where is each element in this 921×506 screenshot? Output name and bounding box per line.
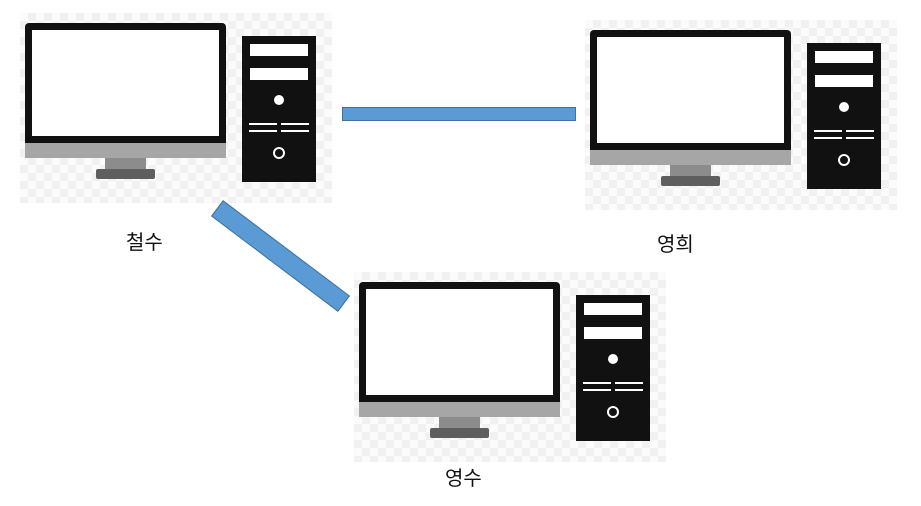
monitor-frame <box>590 30 791 150</box>
vent-line <box>846 137 874 139</box>
vent-line <box>249 123 277 125</box>
monitor-screen <box>366 289 553 395</box>
drive-bay <box>815 51 873 63</box>
connection-chulsu-younghee <box>342 107 576 121</box>
vent-line <box>846 130 874 132</box>
power-button-icon <box>273 147 285 159</box>
monitor-neck <box>105 158 146 170</box>
monitor-frame <box>25 23 226 143</box>
computer-youngsu <box>354 272 666 462</box>
vent-line <box>281 130 309 132</box>
computer-tower-icon <box>576 295 650 441</box>
monitor-screen <box>597 37 784 143</box>
drive-bay <box>250 44 308 56</box>
monitor-stand <box>430 428 489 438</box>
monitor-neck <box>670 165 711 177</box>
monitor-stand <box>661 176 720 186</box>
power-led <box>608 354 618 364</box>
power-led <box>274 95 284 105</box>
monitor-screen <box>32 30 219 136</box>
vent-line <box>583 389 611 391</box>
monitor-chin <box>25 143 226 158</box>
vent-line <box>814 137 842 139</box>
vent-line <box>583 382 611 384</box>
drive-bay <box>584 327 642 339</box>
computer-tower-icon <box>807 43 881 189</box>
node-label-chulsu: 철수 <box>126 230 163 254</box>
computer-younghee <box>585 20 897 210</box>
monitor-chin <box>359 402 560 417</box>
vent-line <box>249 130 277 132</box>
monitor-chin <box>590 150 791 165</box>
vent-line <box>615 382 643 384</box>
drive-bay <box>815 75 873 87</box>
computer-tower-icon <box>242 36 316 182</box>
vent-line <box>281 123 309 125</box>
computer-chulsu <box>20 13 332 203</box>
monitor-icon <box>590 30 791 190</box>
vent-line <box>615 389 643 391</box>
node-label-youngsu: 영수 <box>445 466 482 490</box>
monitor-neck <box>439 417 480 429</box>
node-label-younghee: 영희 <box>657 232 694 256</box>
power-button-icon <box>607 406 619 418</box>
drive-bay <box>584 303 642 315</box>
monitor-icon <box>25 23 226 183</box>
power-button-icon <box>838 154 850 166</box>
power-led <box>839 102 849 112</box>
monitor-icon <box>359 282 560 442</box>
vent-line <box>814 130 842 132</box>
connection-chulsu-youngsu <box>210 200 351 312</box>
drive-bay <box>250 68 308 80</box>
monitor-frame <box>359 282 560 402</box>
monitor-stand <box>96 169 155 179</box>
